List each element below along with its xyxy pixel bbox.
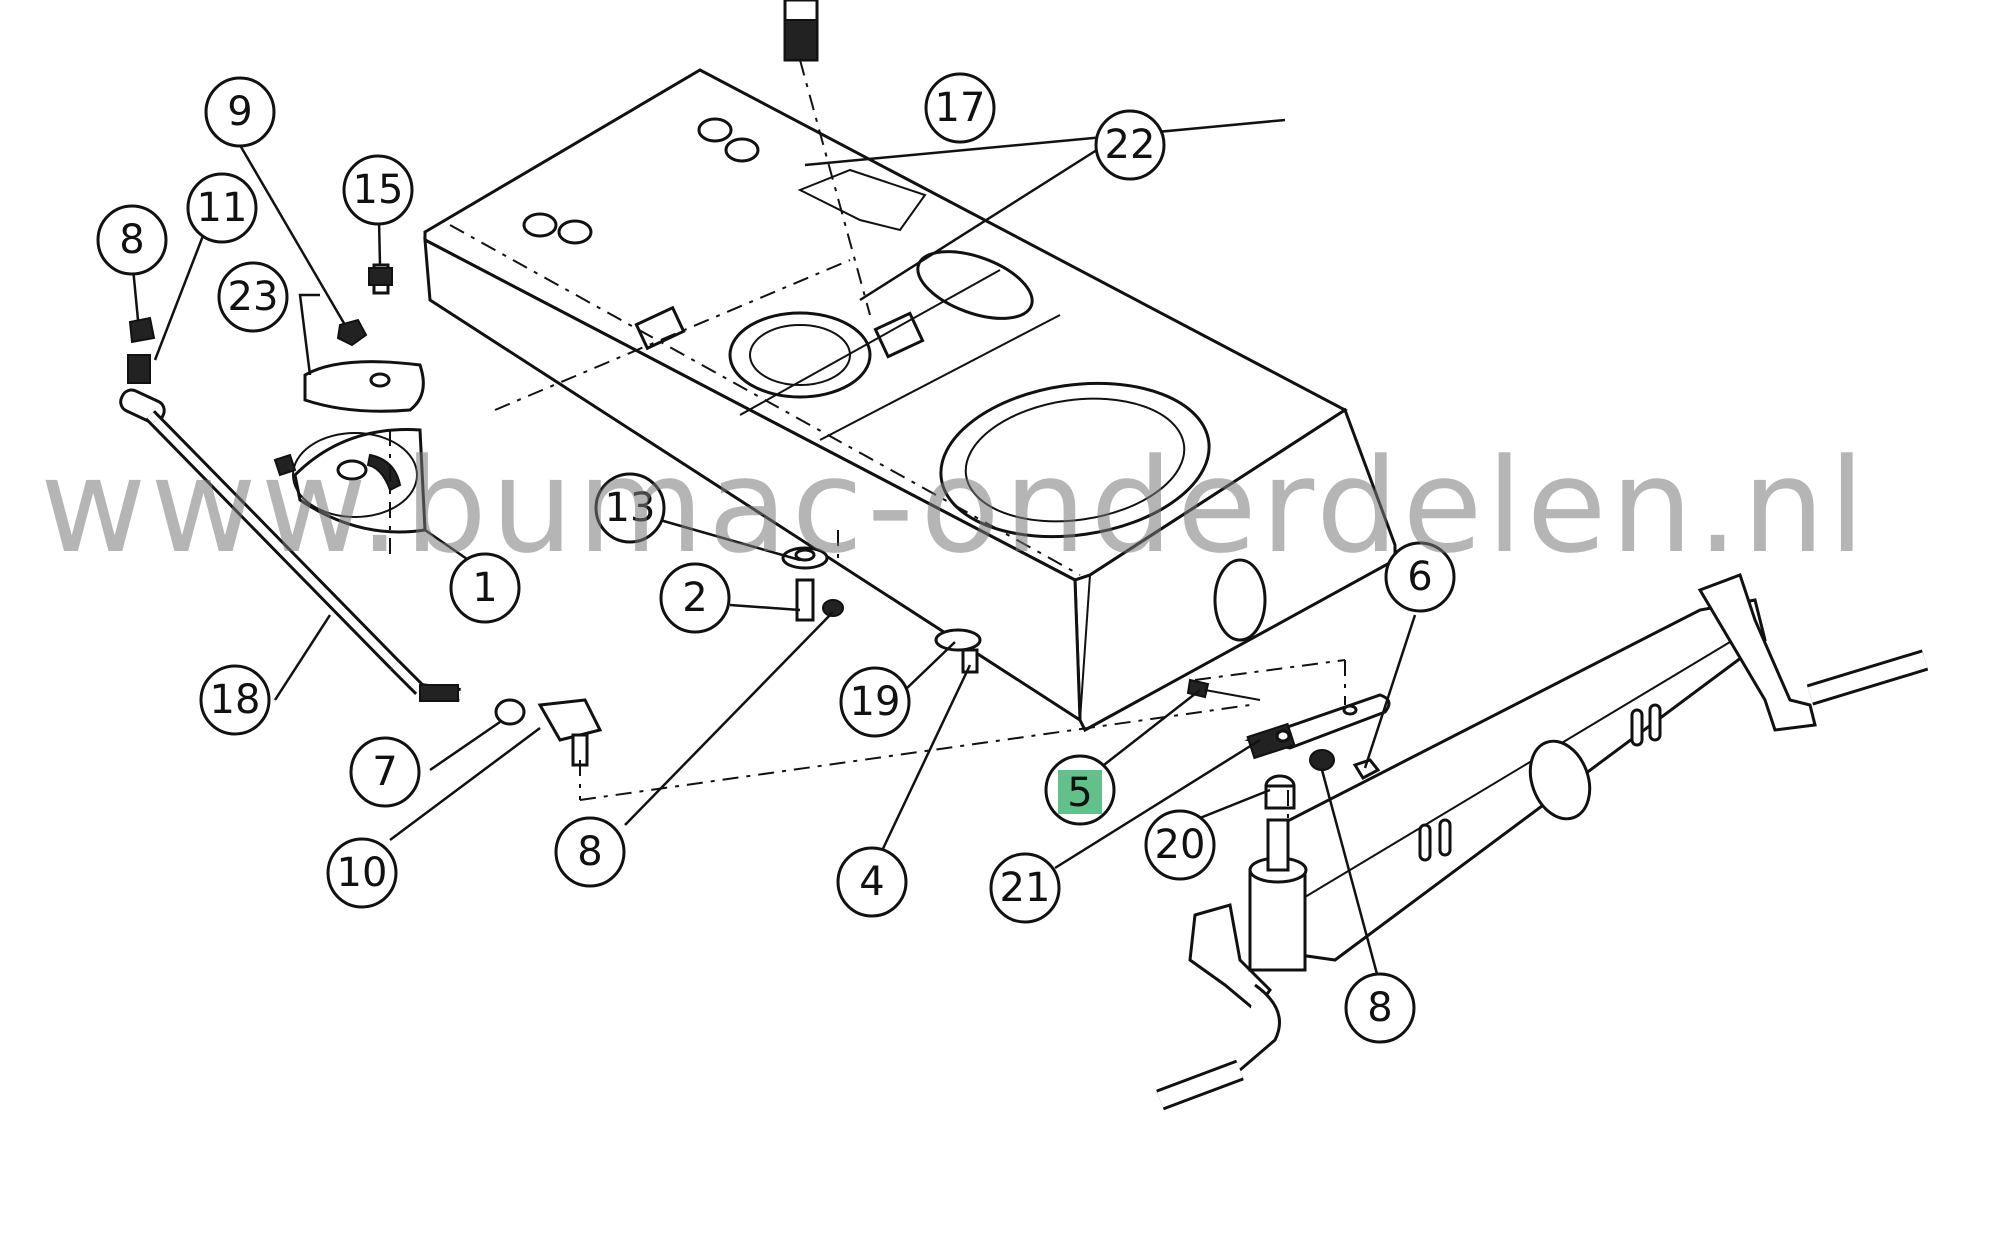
- callout-19: 19: [839, 666, 911, 738]
- callout-23: 23: [217, 261, 289, 333]
- svg-text:9: 9: [227, 89, 252, 135]
- svg-text:10: 10: [337, 850, 388, 896]
- callout-18: 18: [199, 664, 271, 736]
- chassis-frame: [423, 0, 1397, 733]
- callout-11: 11: [186, 172, 258, 244]
- svg-text:19: 19: [850, 679, 901, 725]
- callout-22: 22: [1094, 109, 1166, 181]
- svg-text:17: 17: [935, 85, 986, 131]
- steering-arm: [579, 659, 1391, 810]
- callout-17: 17: [924, 72, 996, 144]
- callout-8-right: 8: [1344, 972, 1416, 1044]
- highlight-marker: [1058, 770, 1102, 814]
- callout-8-middle: 8: [554, 816, 626, 888]
- callout-2: 2: [659, 562, 731, 634]
- callout-10: 10: [326, 837, 398, 909]
- drag-link: [119, 388, 461, 702]
- stop-plate: [303, 360, 425, 413]
- callout-6: 6: [1384, 541, 1456, 613]
- front-axle: [1156, 573, 1929, 1111]
- callout-13: 13: [594, 472, 666, 544]
- svg-text:8: 8: [577, 829, 602, 875]
- svg-text:22: 22: [1105, 122, 1156, 168]
- callouts: 1 2 4 5 6 7 8 8 8 9 10 11 13 15 17 18 19…: [96, 72, 1456, 1044]
- svg-text:20: 20: [1155, 822, 1206, 868]
- svg-text:18: 18: [210, 677, 261, 723]
- svg-text:8: 8: [1367, 985, 1392, 1031]
- svg-text:23: 23: [228, 274, 279, 320]
- callout-4: 4: [836, 846, 908, 918]
- callout-7: 7: [349, 736, 421, 808]
- svg-text:21: 21: [1000, 865, 1051, 911]
- svg-text:8: 8: [119, 217, 144, 263]
- ball-joint: [494, 698, 603, 800]
- callout-5-highlighted: 5: [1044, 754, 1116, 826]
- svg-text:15: 15: [353, 167, 404, 213]
- svg-text:11: 11: [197, 185, 248, 231]
- callout-21: 21: [989, 852, 1061, 924]
- svg-text:1: 1: [472, 565, 497, 611]
- callout-20: 20: [1144, 809, 1216, 881]
- svg-text:6: 6: [1407, 554, 1432, 600]
- callout-1: 1: [449, 552, 521, 624]
- svg-text:7: 7: [372, 749, 397, 795]
- svg-text:2: 2: [682, 575, 707, 621]
- callout-8-top: 8: [96, 204, 168, 276]
- bolts: [781, 546, 982, 674]
- svg-text:5: 5: [1067, 770, 1092, 816]
- svg-text:13: 13: [605, 485, 656, 531]
- small-hardware: [127, 263, 393, 384]
- callout-9: 9: [204, 76, 276, 148]
- callout-15: 15: [342, 154, 414, 226]
- leader-lines: [131, 118, 1417, 1001]
- svg-text:4: 4: [859, 859, 884, 905]
- sector-gear: [292, 428, 839, 565]
